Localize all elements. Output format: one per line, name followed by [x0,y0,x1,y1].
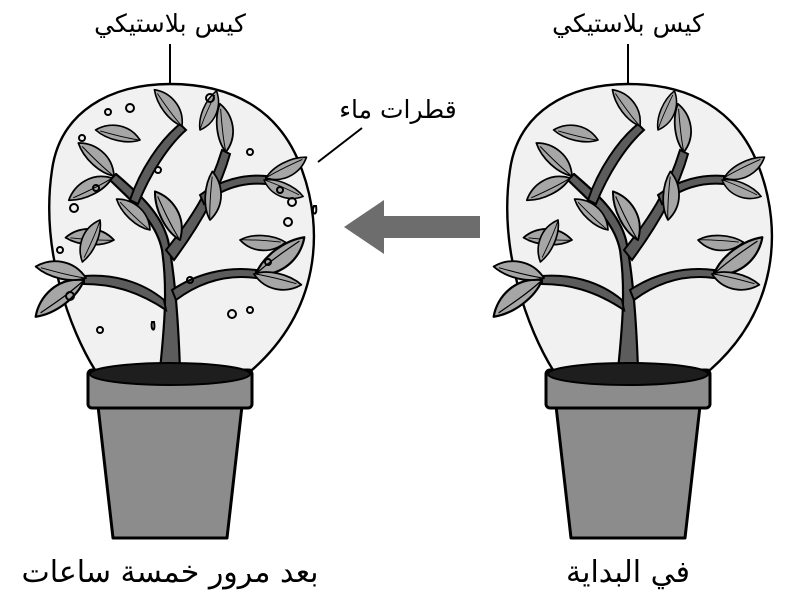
pot-right [544,361,712,540]
water-drops [56,93,318,334]
caption-right: في البداية [566,555,690,590]
label-bag-right: كيس بلاستيكي [552,9,704,38]
label-water-drops: قطرات ماء [339,95,456,124]
caption-left: بعد مرور خمسة ساعات [21,555,318,590]
leader-water-drops [317,127,363,163]
label-bag-left: كيس بلاستيكي [94,9,246,38]
pot-left [86,361,254,540]
right-panel [486,84,774,540]
arrow-left-icon [344,200,480,254]
left-panel [28,84,318,540]
